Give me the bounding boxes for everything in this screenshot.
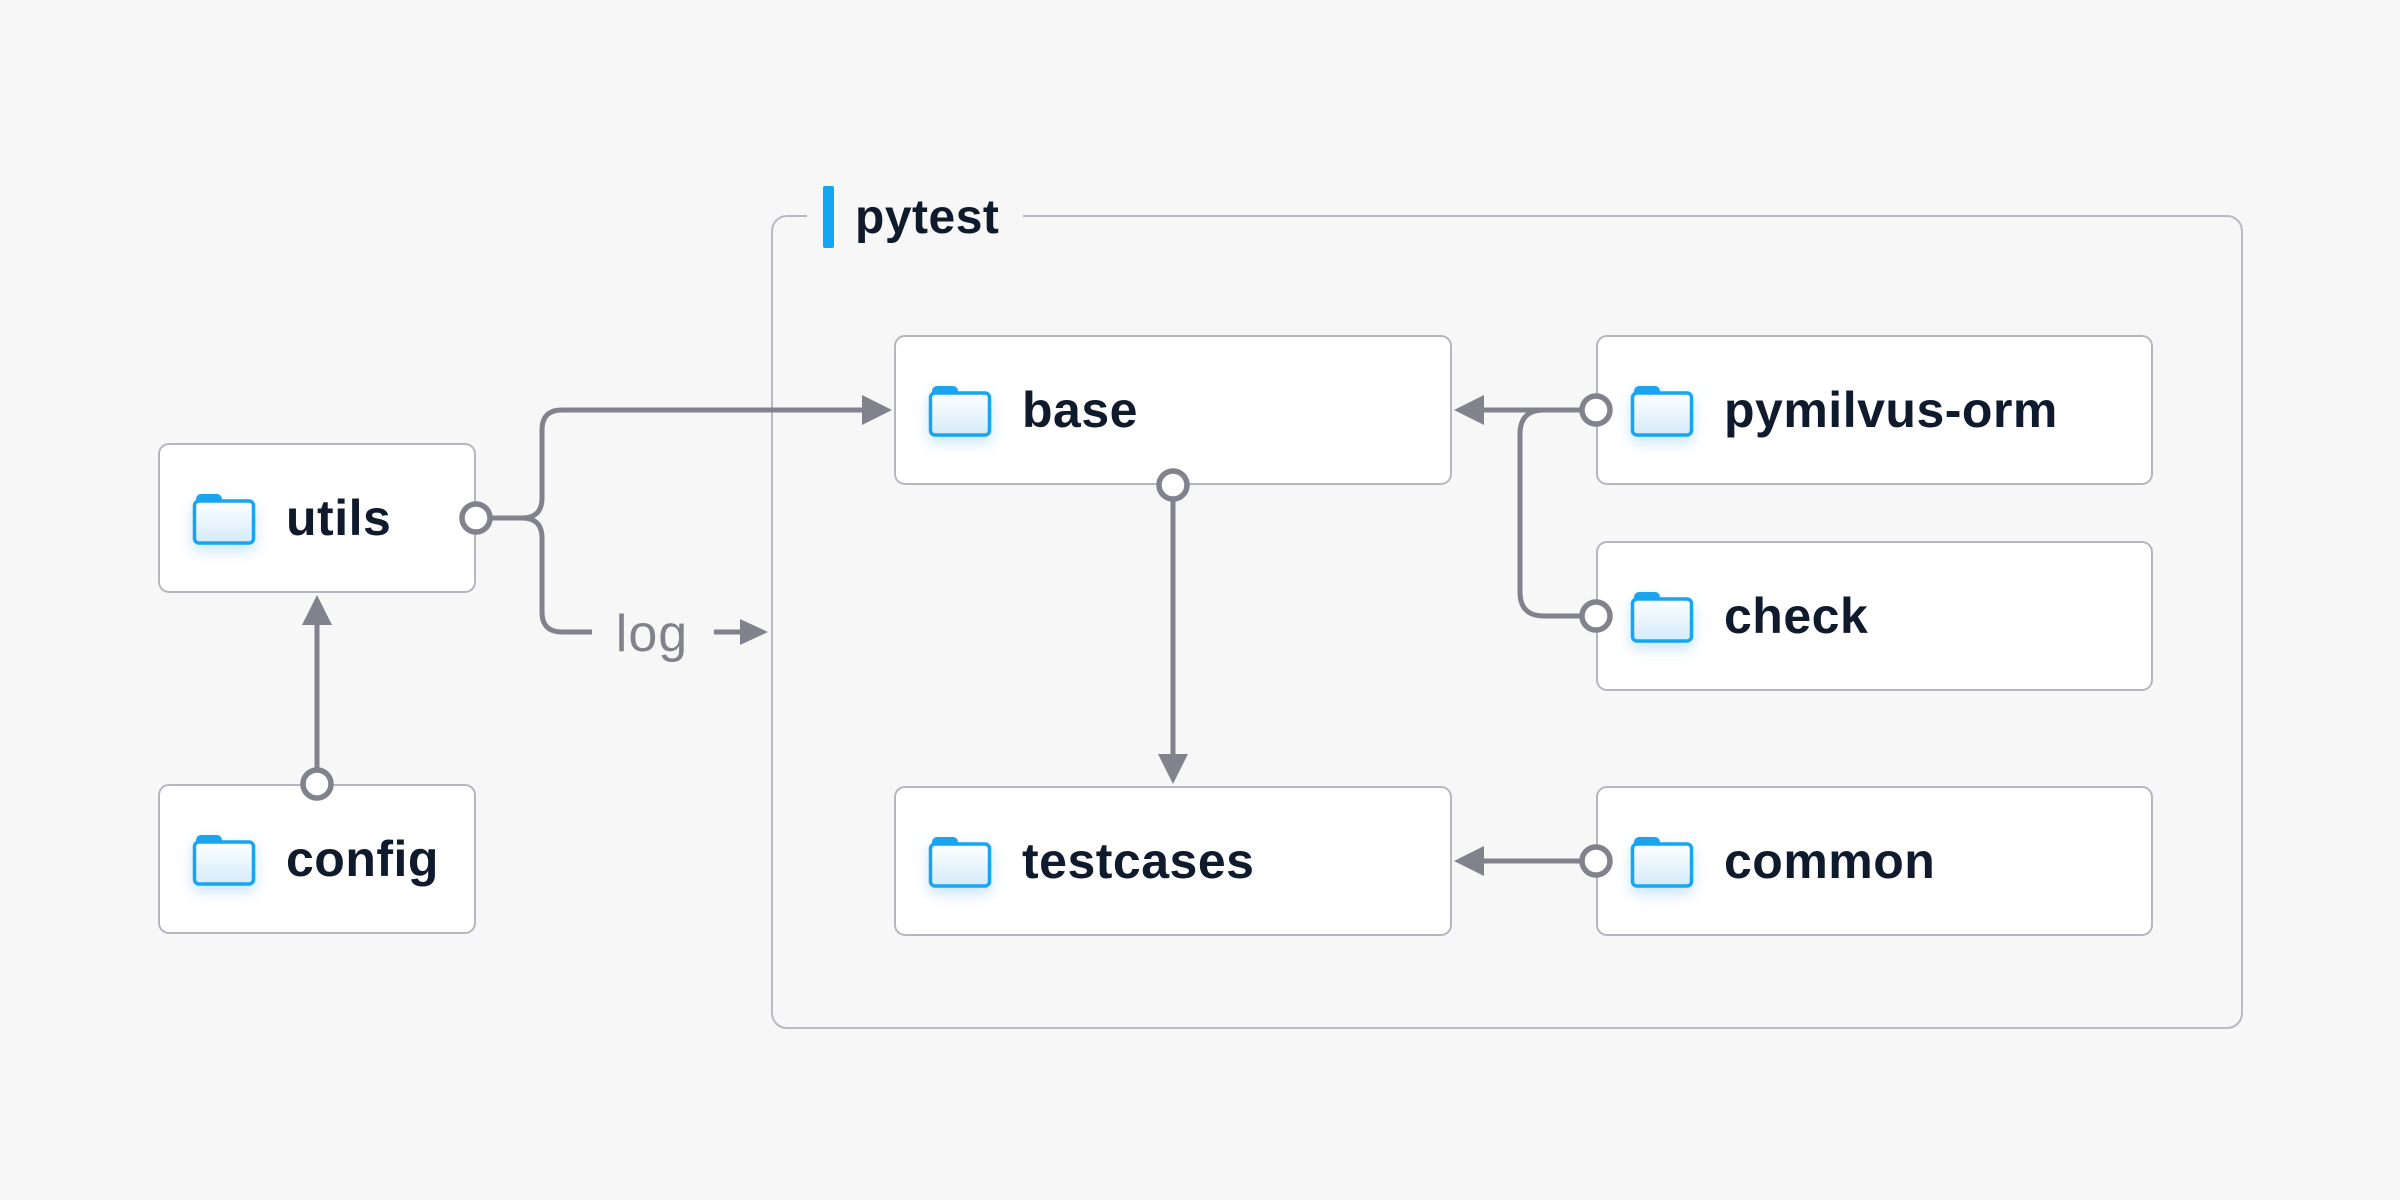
folder-icon xyxy=(1630,592,1694,643)
node-config-label: config xyxy=(286,831,439,887)
edge-utils-log xyxy=(521,515,592,635)
node-base: base xyxy=(894,335,1452,485)
folder-icon xyxy=(928,837,992,888)
arrowhead-log xyxy=(740,619,768,645)
group-pytest: pytest xyxy=(771,183,2243,1029)
node-utils-label: utils xyxy=(286,490,392,546)
node-testcases-label: testcases xyxy=(1022,833,1255,889)
group-pytest-label: pytest xyxy=(807,183,1024,251)
arrowhead-config-utils xyxy=(302,595,332,625)
edge-label-log: log xyxy=(615,605,689,663)
node-common: common xyxy=(1596,786,2153,936)
folder-icon xyxy=(928,386,992,437)
folder-icon xyxy=(192,494,256,545)
folder-icon xyxy=(1630,386,1694,437)
accent-bar xyxy=(823,186,834,248)
node-config: config xyxy=(158,784,476,934)
node-check-label: check xyxy=(1724,588,1869,644)
node-testcases: testcases xyxy=(894,786,1452,936)
folder-icon xyxy=(1630,837,1694,888)
folder-icon xyxy=(192,835,256,886)
node-base-label: base xyxy=(1022,382,1138,438)
node-pymilvus-orm: pymilvus-orm xyxy=(1596,335,2153,485)
node-check: check xyxy=(1596,541,2153,691)
node-pymilvus-orm-label: pymilvus-orm xyxy=(1724,382,2058,438)
node-common-label: common xyxy=(1724,833,1936,889)
group-pytest-label-text: pytest xyxy=(855,190,1000,244)
node-utils: utils xyxy=(158,443,476,593)
